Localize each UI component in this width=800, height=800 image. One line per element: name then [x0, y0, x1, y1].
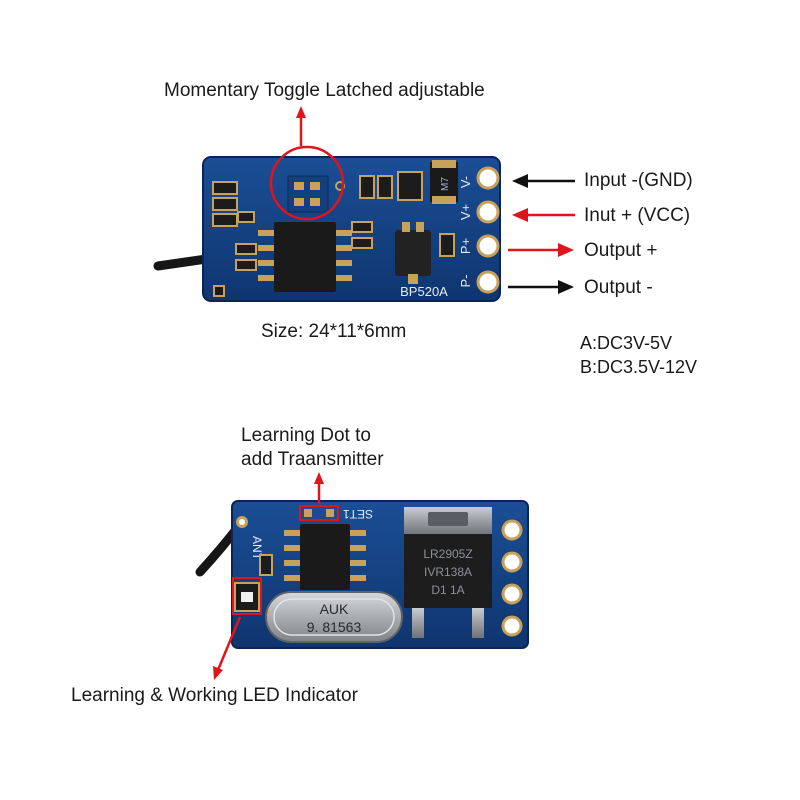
smd-components-left	[212, 181, 257, 297]
ldo-regulator: LR2905Z IVR138A D1 1A	[404, 507, 492, 638]
arrow-input-gnd	[512, 174, 575, 188]
pin-label-p-minus: P-	[458, 275, 473, 288]
crystal-marking-2: 9. 81563	[307, 619, 362, 635]
decoder-ic-chip	[284, 524, 366, 590]
pin-label-p-plus: P+	[458, 238, 473, 254]
led-highlight	[232, 577, 262, 615]
output-plus-label: Output +	[584, 240, 658, 261]
arrow-input-vcc	[512, 208, 575, 222]
board-marking: BP520A	[400, 284, 448, 299]
smd-components-middle	[351, 171, 423, 249]
voltage-b-label: B:DC3.5V-12V	[580, 357, 698, 377]
learning-dot-label-line1: Learning Dot to	[241, 425, 371, 446]
chip-marking: M7	[440, 177, 451, 191]
pin-label-v-minus: V-	[458, 176, 473, 188]
size-label: Size: 24*11*6mm	[261, 321, 407, 342]
led-arrow	[213, 616, 242, 680]
mode-arrow	[296, 106, 306, 146]
pin-labels: V- V+ P+ P-	[458, 176, 473, 288]
main-ic-chip	[258, 222, 352, 292]
crystal-oscillator: AUK 9. 81563	[265, 591, 403, 643]
output-minus-label: Output -	[584, 277, 653, 298]
voltage-a-label: A:DC3V-5V	[580, 333, 673, 353]
mode-jumper-pads	[287, 175, 345, 213]
led-indicator	[234, 582, 260, 612]
regulator-marking-2: IVR138A	[424, 565, 472, 579]
mode-label: Momentary Toggle Latched adjustable	[164, 80, 485, 101]
arrow-output-plus	[508, 243, 574, 257]
set-marking: SET1	[343, 507, 373, 521]
smd-resistor	[259, 554, 273, 576]
input-vcc-label: Inut + (VCC)	[584, 205, 691, 226]
learning-dot-label-line2: add Traansmitter	[241, 449, 384, 470]
regulator-marking-3: D1 1A	[431, 583, 464, 597]
learning-dot-pads	[304, 509, 334, 517]
input-gnd-label: Input -(GND)	[584, 170, 693, 191]
bottom-board: ANT SET1	[195, 500, 529, 649]
m7-diode: M7	[430, 160, 458, 204]
pin-holes-top	[476, 166, 500, 294]
top-board: M7 V- V+ P+ P- BP520A	[153, 106, 501, 302]
regulator-marking-1: LR2905Z	[423, 547, 472, 561]
arrow-output-minus	[508, 280, 574, 294]
learning-dot-arrow	[314, 472, 324, 504]
jumper-highlight-circle	[269, 145, 345, 221]
callout-arrows-top	[508, 174, 575, 294]
learning-dot-highlight	[299, 505, 339, 521]
pin-holes-bottom	[501, 519, 523, 637]
crystal-marking-1: AUK	[320, 601, 349, 617]
sot23-component	[395, 222, 455, 284]
led-indicator-label: Learning & Working LED Indicator	[71, 685, 358, 706]
pin-label-v-plus: V+	[458, 204, 473, 220]
